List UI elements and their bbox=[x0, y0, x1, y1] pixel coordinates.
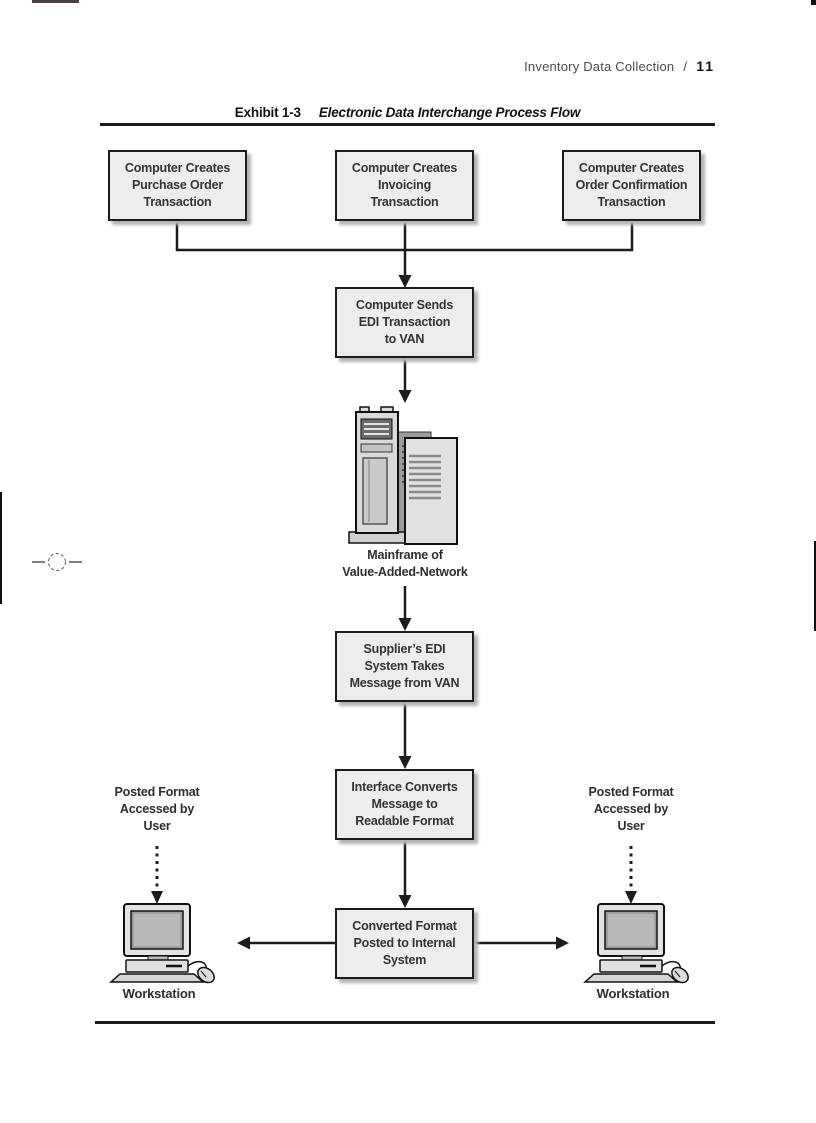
box-line: Computer Sends bbox=[355, 298, 454, 312]
arrowhead-to-right-workstation bbox=[556, 936, 569, 950]
print-mark-top-right bbox=[811, 0, 816, 5]
arrowhead-into-interface-box bbox=[398, 756, 412, 769]
box-supplier-edi: Supplier’s EDI System Takes Message from… bbox=[335, 631, 474, 702]
workstation-right-label: Workstation bbox=[596, 986, 670, 1001]
caption-line: Value-Added-Network bbox=[342, 565, 468, 579]
box-line: Transaction bbox=[370, 195, 439, 209]
box-line: Interface Converts bbox=[351, 780, 458, 794]
workstation-left-label: Workstation bbox=[122, 986, 196, 1001]
box-purchase-order: Computer Creates Purchase Order Transact… bbox=[108, 150, 247, 221]
box-line: Transaction bbox=[143, 195, 212, 209]
box-converted-format: Converted Format Posted to Internal Syst… bbox=[335, 908, 474, 979]
arrowhead-into-converted-box bbox=[398, 895, 412, 908]
arrowhead-into-mainframe bbox=[398, 390, 412, 403]
caption-line: Posted Format bbox=[588, 785, 674, 799]
box-line: to VAN bbox=[384, 332, 425, 346]
box-line: Computer Creates bbox=[351, 161, 458, 175]
caption-line: Mainframe of bbox=[367, 548, 443, 562]
box-line: EDI Transaction bbox=[358, 315, 451, 329]
print-mark-left-edge bbox=[0, 492, 2, 604]
top-rule bbox=[100, 123, 715, 126]
header-separator: / bbox=[683, 59, 688, 74]
posted-format-left-caption: Posted Format Accessed by User bbox=[101, 784, 213, 835]
caption-line: User bbox=[617, 819, 645, 833]
box-interface-converts: Interface Converts Message to Readable F… bbox=[335, 769, 474, 840]
exhibit-title: Electronic Data Interchange Process Flow bbox=[318, 105, 581, 120]
arrowhead-into-supplier-box bbox=[398, 618, 412, 631]
box-line: System Takes bbox=[364, 659, 445, 673]
caption-line: Accessed by bbox=[593, 802, 669, 816]
box-line: Purchase Order bbox=[132, 178, 223, 192]
mainframe-icon bbox=[348, 406, 458, 545]
box-line: Readable Format bbox=[355, 814, 454, 828]
print-mark-right-edge bbox=[814, 541, 816, 631]
box-line: Invoicing bbox=[377, 178, 432, 192]
page-header: Inventory Data Collection / 11 bbox=[380, 58, 715, 74]
print-mark-top bbox=[32, 0, 79, 3]
caption-line: Accessed by bbox=[119, 802, 195, 816]
box-line: System bbox=[382, 953, 427, 967]
box-line: Converted Format bbox=[352, 919, 457, 933]
section-title: Inventory Data Collection bbox=[524, 59, 675, 74]
posted-format-right-caption: Posted Format Accessed by User bbox=[575, 784, 687, 835]
mainframe-caption: Mainframe of Value-Added-Network bbox=[330, 547, 480, 581]
box-line: Message to bbox=[371, 797, 438, 811]
registration-mark bbox=[32, 553, 82, 571]
exhibit-label: Exhibit 1-3 bbox=[234, 105, 301, 120]
caption-line: Posted Format bbox=[114, 785, 200, 799]
box-line: Posted to Internal bbox=[353, 936, 456, 950]
box-invoicing: Computer Creates Invoicing Transaction bbox=[335, 150, 474, 221]
box-sends-edi: Computer Sends EDI Transaction to VAN bbox=[335, 287, 474, 358]
box-line: Order Confirmation bbox=[575, 178, 688, 192]
arrowhead-to-left-workstation bbox=[237, 936, 250, 950]
box-line: Supplier’s EDI bbox=[363, 642, 446, 656]
exhibit-title-row: Exhibit 1-3 Electronic Data Interchange P… bbox=[100, 105, 715, 120]
box-line: Computer Creates bbox=[578, 161, 685, 175]
box-order-confirmation: Computer Creates Order Confirmation Tran… bbox=[562, 150, 701, 221]
workstation-right-icon bbox=[583, 903, 689, 984]
box-line: Transaction bbox=[597, 195, 666, 209]
page-number: 11 bbox=[696, 58, 715, 74]
box-line: Computer Creates bbox=[124, 161, 231, 175]
workstation-left-icon bbox=[109, 903, 215, 984]
caption-line: User bbox=[143, 819, 171, 833]
box-line: Message from VAN bbox=[349, 676, 460, 690]
bottom-rule bbox=[95, 1021, 715, 1024]
